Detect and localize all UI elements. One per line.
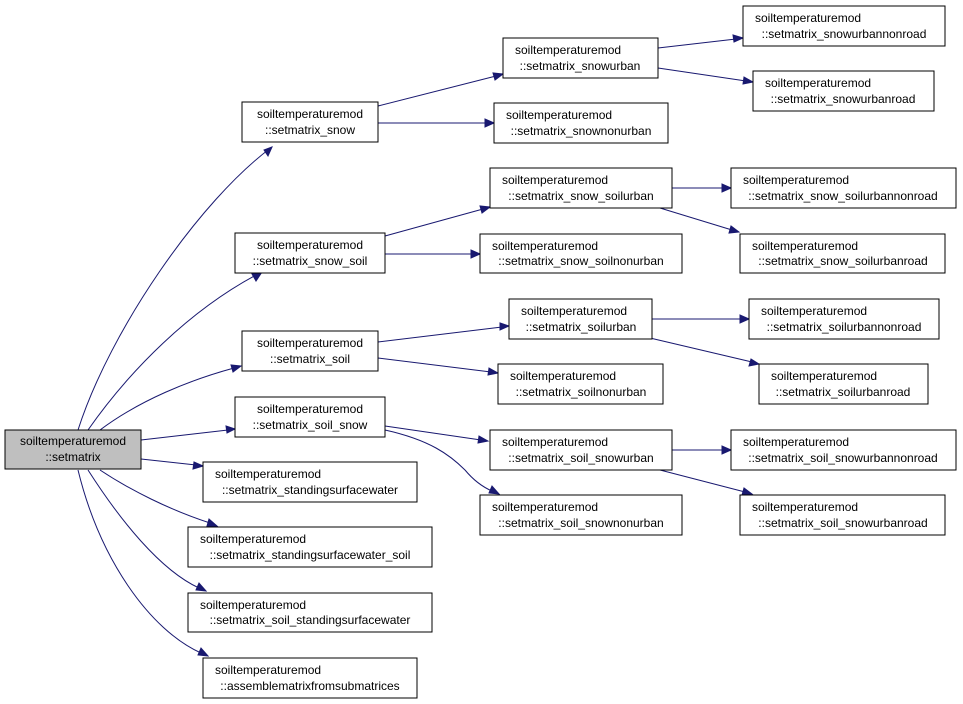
node-setmatrix-snowurbannonroad[interactable]: soiltemperaturemod ::setmatrix_snowurban… [742, 5, 946, 47]
node-setmatrix-soil-snowurbanroad[interactable]: soiltemperaturemod ::setmatrix_soil_snow… [739, 494, 946, 536]
node-line1: soiltemperaturemod [492, 239, 598, 253]
node-line1: soiltemperaturemod [257, 402, 363, 416]
edge-root-to-snow [77, 146, 273, 431]
node-line2: ::setmatrix [45, 450, 100, 464]
node-line2: ::setmatrix_soil [270, 352, 350, 366]
node-line2: ::setmatrix_soil_snowurban [508, 451, 653, 465]
node-line1: soiltemperaturemod [743, 435, 849, 449]
edge-snowurban-to-nonroad [657, 34, 745, 49]
node-line1: soiltemperaturemod [506, 108, 612, 122]
node-setmatrix-standingsurfacewater[interactable]: soiltemperaturemod ::setmatrix_standings… [202, 461, 418, 503]
node-line1: soiltemperaturemod [200, 532, 306, 546]
node-setmatrix-snow-soilurbannonroad[interactable]: soiltemperaturemod ::setmatrix_snow_soil… [730, 167, 957, 209]
node-line1: soiltemperaturemod [752, 500, 858, 514]
node-line1: soiltemperaturemod [771, 369, 877, 383]
node-line2: ::setmatrix_snow_soilnonurban [498, 254, 663, 268]
node-setmatrix-snow-soilurban[interactable]: soiltemperaturemod ::setmatrix_snow_soil… [489, 167, 673, 209]
edge-soilsnow-to-snowurban [384, 425, 490, 444]
edge-root-to-ssw-soil [99, 469, 219, 527]
node-line1: soiltemperaturemod [515, 43, 621, 57]
node-assemblematrixfromsubmatrices[interactable]: soiltemperaturemod ::assemblematrixfroms… [202, 657, 418, 699]
node-line2: ::setmatrix_standingsurfacewater [222, 483, 398, 497]
edge-root-to-soil-snow [140, 425, 237, 441]
edge-snow-to-snownonurban [378, 118, 496, 128]
edge-snowsoilurban-to-nonroad [672, 183, 733, 193]
node-line1: soiltemperaturemod [257, 107, 363, 121]
edge-snowsoil-to-soilnonurban [385, 249, 482, 259]
edge-soil-to-soilurban [377, 322, 511, 343]
node-line2: ::setmatrix_snow [265, 123, 355, 137]
node-setmatrix-soilnonurban[interactable]: soiltemperaturemod ::setmatrix_soilnonur… [497, 363, 664, 405]
node-line2: ::setmatrix_standingsurfacewater_soil [210, 548, 411, 562]
node-setmatrix-soilurbanroad[interactable]: soiltemperaturemod ::setmatrix_soilurban… [758, 363, 929, 405]
node-line1: soiltemperaturemod [257, 238, 363, 252]
node-line1: soiltemperaturemod [755, 11, 861, 25]
edge-soilurban-to-road [649, 337, 761, 367]
node-line2: ::setmatrix_soilurbannonroad [767, 320, 922, 334]
node-line2: ::setmatrix_snownonurban [511, 124, 652, 138]
edge-snowsoilurban-to-road [659, 207, 741, 234]
node-line2: ::setmatrix_soilurban [526, 320, 637, 334]
node-line2: ::setmatrix_snowurbannonroad [762, 27, 927, 41]
edge-root-to-soil [99, 364, 243, 431]
node-line2: ::setmatrix_soil_standingsurfacewater [210, 613, 411, 627]
node-setmatrix-snownonurban[interactable]: soiltemperaturemod ::setmatrix_snownonur… [493, 102, 669, 144]
node-line2: ::setmatrix_soil_snowurbanroad [758, 516, 927, 530]
node-line2: ::setmatrix_snow_soilurbanroad [758, 254, 927, 268]
node-line2: ::setmatrix_snowurban [520, 59, 641, 73]
node-setmatrix-snowurban[interactable]: soiltemperaturemod ::setmatrix_snowurban [502, 37, 659, 79]
edge-root-to-assemble [77, 469, 210, 657]
node-line1: soiltemperaturemod [521, 304, 627, 318]
edge-soil-to-soilnonurban [377, 357, 500, 376]
node-setmatrix-soil-snowurban[interactable]: soiltemperaturemod ::setmatrix_soil_snow… [489, 429, 673, 471]
edge-soilsnowurban-to-nonroad [672, 445, 733, 455]
node-setmatrix-snow[interactable]: soiltemperaturemod ::setmatrix_snow [241, 101, 379, 143]
node-setmatrix-soil-snow[interactable]: soiltemperaturemod ::setmatrix_soil_snow [234, 396, 386, 438]
node-line1: soiltemperaturemod [215, 663, 321, 677]
node-setmatrix-soil-snownonurban[interactable]: soiltemperaturemod ::setmatrix_soil_snow… [479, 494, 683, 536]
node-line2: ::setmatrix_snow_soilurbannonroad [748, 189, 937, 203]
node-setmatrix-soil-snowurbannonroad[interactable]: soiltemperaturemod ::setmatrix_soil_snow… [730, 429, 957, 471]
edge-snowurban-to-road [657, 67, 755, 85]
node-line1: soiltemperaturemod [743, 173, 849, 187]
node-line1: soiltemperaturemod [502, 173, 608, 187]
node-line2: ::setmatrix_snow_soilurban [508, 189, 653, 203]
node-line1: soiltemperaturemod [761, 304, 867, 318]
node-line2: ::setmatrix_soil_snownonurban [498, 516, 663, 530]
node-setmatrix-standingsurfacewater-soil[interactable]: soiltemperaturemod ::setmatrix_standings… [187, 526, 433, 568]
node-line1: soiltemperaturemod [20, 434, 126, 448]
node-line1: soiltemperaturemod [502, 435, 608, 449]
edge-soilurban-to-nonroad [652, 314, 751, 324]
edge-soilsnow-to-snownonurban [384, 429, 501, 495]
node-setmatrix-snowurbanroad[interactable]: soiltemperaturemod ::setmatrix_snowurban… [752, 70, 935, 112]
node-line2: ::setmatrix_snow_soil [253, 254, 368, 268]
node-line1: soiltemperaturemod [510, 369, 616, 383]
edge-soilsnowurban-to-road [659, 469, 754, 496]
node-setmatrix-snow-soil[interactable]: soiltemperaturemod ::setmatrix_snow_soil [234, 232, 386, 274]
node-line1: soiltemperaturemod [765, 76, 871, 90]
node-line2: ::assemblematrixfromsubmatrices [220, 679, 399, 693]
node-setmatrix[interactable]: soiltemperaturemod ::setmatrix [4, 429, 142, 470]
node-line2: ::setmatrix_soilurbanroad [776, 385, 911, 399]
node-line1: soiltemperaturemod [215, 467, 321, 481]
edge-snowsoil-to-soilurban [384, 205, 492, 237]
edge-root-to-ssw [140, 458, 205, 470]
edge-snow-to-snowurban [377, 72, 505, 107]
node-line2: ::setmatrix_snowurbanroad [771, 92, 916, 106]
node-setmatrix-soilurban[interactable]: soiltemperaturemod ::setmatrix_soilurban [508, 298, 653, 340]
node-setmatrix-soilurbannonroad[interactable]: soiltemperaturemod ::setmatrix_soilurban… [748, 298, 940, 340]
node-line1: soiltemperaturemod [257, 336, 363, 350]
node-line1: soiltemperaturemod [200, 598, 306, 612]
node-setmatrix-snow-soilnonurban[interactable]: soiltemperaturemod ::setmatrix_snow_soil… [479, 233, 683, 274]
node-line1: soiltemperaturemod [492, 500, 598, 514]
node-setmatrix-soil[interactable]: soiltemperaturemod ::setmatrix_soil [241, 330, 379, 372]
node-line2: ::setmatrix_soil_snowurbannonroad [748, 451, 937, 465]
node-line2: ::setmatrix_soilnonurban [516, 385, 647, 399]
node-line1: soiltemperaturemod [752, 239, 858, 253]
node-setmatrix-snow-soilurbanroad[interactable]: soiltemperaturemod ::setmatrix_snow_soil… [739, 233, 946, 274]
node-setmatrix-soil-standingsurfacewater[interactable]: soiltemperaturemod ::setmatrix_soil_stan… [187, 592, 433, 633]
edge-root-to-soil-ssw [87, 469, 208, 592]
node-line2: ::setmatrix_soil_snow [253, 418, 368, 432]
